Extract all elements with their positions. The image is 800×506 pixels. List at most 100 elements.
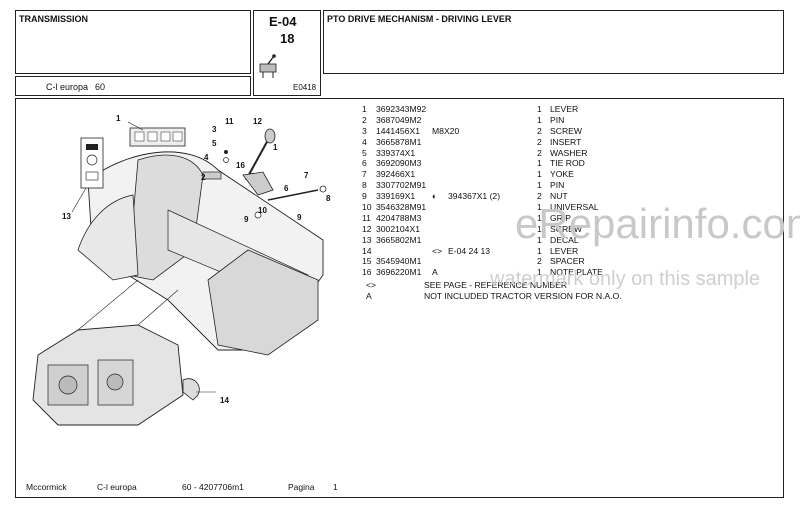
part-item-number: 16	[362, 267, 372, 278]
callout-11: 11	[225, 117, 234, 126]
part-description: PIN	[550, 180, 565, 191]
part-description: DECAL	[550, 234, 579, 245]
part-code: 3692090M3	[376, 158, 422, 169]
parts-row: 10 3546328M91 1 UNIVERSAL	[362, 202, 602, 213]
part-qty: 1	[537, 169, 542, 180]
part-code: 4204788M3	[376, 212, 422, 223]
part-qty: 1	[537, 245, 542, 256]
parts-row: 1 3692343M92 1 LEVER	[362, 104, 602, 115]
part-code: 1441456X1	[376, 125, 420, 136]
part-qty: 1	[537, 202, 542, 213]
part-description: LEVER	[550, 104, 579, 114]
footer-page-number: 1	[333, 482, 338, 492]
note-symbol: A	[366, 291, 372, 301]
part-description: WASHER	[550, 147, 588, 158]
part-description: LEVER	[550, 245, 579, 256]
part-qty: 1	[537, 114, 542, 125]
section-title: TRANSMISSION	[19, 14, 89, 24]
part-description: SCREW	[550, 223, 582, 234]
part-item-number: 7	[362, 169, 367, 180]
exploded-diagram	[32, 121, 327, 426]
callout-10: 10	[258, 206, 267, 215]
part-description: NOTE PLATE	[550, 267, 603, 278]
part-alt: 394367X1 (2)	[448, 191, 501, 202]
header-section-box	[15, 10, 251, 74]
part-ref: <>	[432, 245, 443, 256]
part-qty: 1	[537, 104, 542, 114]
part-code: 3692343M92	[376, 104, 427, 114]
callout-9b: 9	[297, 213, 302, 222]
part-description: UNIVERSAL	[550, 202, 599, 213]
note-text: NOT INCLUDED TRACTOR VERSION FOR N.A.O.	[424, 291, 622, 301]
callout-16: 1	[116, 114, 121, 123]
part-qty: 1	[537, 234, 542, 245]
part-code: 392466X1	[376, 169, 416, 180]
callout-6: 6	[284, 184, 289, 193]
part-description: NUT	[550, 191, 568, 202]
parts-row: 8 3307702M91 1 PIN	[362, 180, 602, 191]
part-code: 339169X1	[376, 191, 416, 202]
callout-5: 5	[212, 139, 217, 148]
page-title: PTO DRIVE MECHANISM - DRIVING LEVER	[327, 14, 512, 24]
footer-page-label: Pagina	[288, 482, 315, 492]
part-item-number: 10	[362, 202, 372, 213]
callout-2: 2	[201, 173, 206, 182]
part-qty: 1	[537, 223, 542, 234]
part-code: 3665878M1	[376, 136, 422, 147]
callout-1: 1	[273, 143, 278, 152]
part-item-number: 9	[362, 191, 367, 202]
part-item-number: 13	[362, 234, 372, 245]
header-model-box	[15, 76, 251, 96]
footer-model: C-l europa	[97, 482, 137, 492]
callout-14: 14	[220, 396, 229, 405]
part-item-number: 2	[362, 114, 367, 125]
ref-code: E0418	[293, 83, 317, 92]
part-item-number: 5	[362, 147, 367, 158]
part-item-number: 8	[362, 180, 367, 191]
part-item-number: 12	[362, 223, 372, 234]
part-code: 3546328M91	[376, 202, 427, 213]
part-item-number: 11	[362, 212, 371, 223]
part-qty: 2	[537, 191, 542, 202]
part-ref: M8X20	[432, 125, 460, 136]
part-qty: 2	[537, 125, 542, 136]
part-item-number: 3	[362, 125, 367, 136]
part-qty: 2	[537, 136, 542, 147]
model-name: C-l europa	[46, 82, 89, 92]
part-qty: 1	[537, 180, 542, 191]
part-code: 3545940M1	[376, 256, 422, 267]
callout-15: 16	[236, 161, 245, 170]
part-item-number: 1	[362, 104, 367, 114]
part-item-number: 14	[362, 245, 372, 256]
part-qty: 1	[537, 158, 542, 169]
title-box	[323, 10, 784, 74]
footer-doc: 60 - 4207706m1	[182, 482, 244, 492]
footer-brand: Mccormick	[26, 482, 67, 492]
callout-8: 8	[326, 194, 331, 203]
note-text: SEE PAGE - REFERENCE NUMBER	[424, 280, 568, 290]
part-description: INSERT	[550, 136, 582, 147]
part-description: PIN	[550, 114, 565, 125]
part-code: 3696220M1	[376, 267, 422, 278]
main-frame	[15, 98, 784, 498]
callout-13: 13	[62, 212, 71, 221]
part-qty: 1	[537, 267, 542, 278]
part-code: 3307702M91	[376, 180, 427, 191]
part-item-number: 15	[362, 256, 372, 267]
callout-4: 4	[204, 153, 209, 162]
part-qty: 2	[537, 147, 542, 158]
callout-12: 12	[253, 117, 262, 126]
lever-thumbnail-icon	[259, 54, 277, 78]
part-description: YOKE	[550, 169, 574, 180]
group-code: E-04	[269, 14, 297, 29]
part-description: GRIP	[550, 212, 572, 223]
